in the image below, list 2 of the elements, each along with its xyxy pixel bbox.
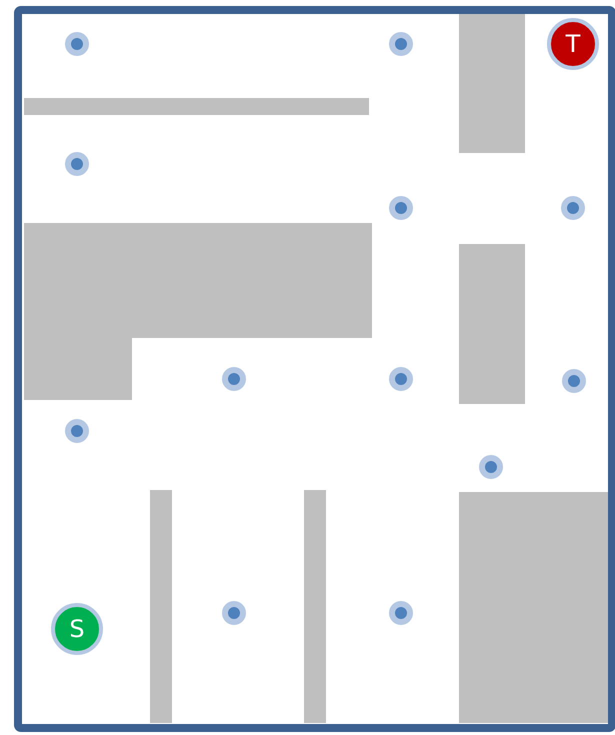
node-letter: S (69, 617, 85, 641)
node-letter: T (566, 32, 580, 56)
